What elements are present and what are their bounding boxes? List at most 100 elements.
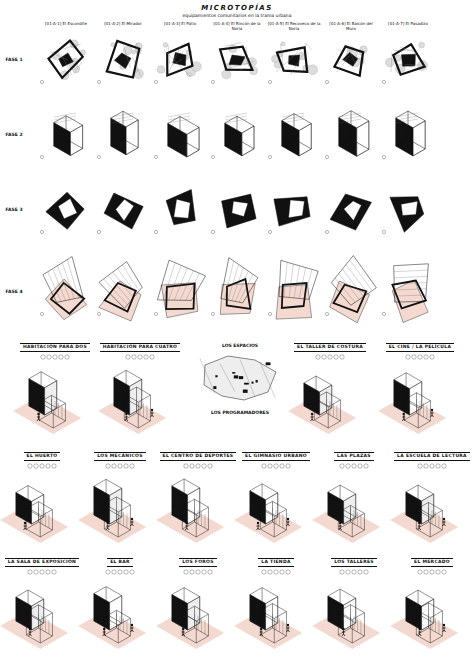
frame-line <box>413 128 414 156</box>
program-icon <box>268 570 272 574</box>
row-label: FASE 4 <box>5 289 22 294</box>
frame-line <box>340 400 341 421</box>
building <box>114 53 131 69</box>
frame-line <box>311 124 312 149</box>
frame-line <box>394 295 425 297</box>
void <box>289 200 305 218</box>
figure-head <box>29 628 31 630</box>
frame-line <box>48 514 49 528</box>
program-icon <box>352 464 356 468</box>
roof-outline <box>406 485 434 501</box>
tree <box>157 66 165 74</box>
side-wall <box>413 121 425 156</box>
frame-line <box>194 606 195 628</box>
human-figure <box>185 525 188 531</box>
frame-line <box>333 403 334 417</box>
program-heading: LA ESCUELA DE LECTURA <box>394 452 470 461</box>
program-icon <box>59 355 63 359</box>
program-icon <box>352 570 356 574</box>
frame-line <box>336 405 337 419</box>
frame-line <box>116 610 117 628</box>
solid-plan <box>274 197 310 226</box>
roof-outline <box>250 588 278 604</box>
frame-line <box>430 517 431 537</box>
building <box>229 55 245 65</box>
frame-line <box>262 588 263 614</box>
frame-line <box>438 620 439 634</box>
program-icon <box>262 464 266 468</box>
program-icon <box>442 464 446 468</box>
column-header: [01-A-4] El Rincón de la Noria <box>210 22 264 31</box>
frame-line <box>40 517 41 537</box>
program-icon <box>184 570 188 574</box>
program-icon <box>346 464 350 468</box>
marker-circle <box>268 230 271 233</box>
side-wall <box>410 382 422 415</box>
program-icon <box>202 570 206 574</box>
frame-line <box>352 620 353 643</box>
program-icon <box>346 570 350 574</box>
figure-head <box>125 413 127 415</box>
solid-plan <box>166 190 195 225</box>
human-figure <box>151 412 154 418</box>
solid-plan <box>390 197 424 233</box>
program-icon <box>28 464 32 468</box>
human-figure <box>342 631 345 637</box>
program-icon <box>196 570 200 574</box>
side-wall <box>130 379 142 415</box>
frame-line <box>357 512 358 526</box>
row-label: FASE 3 <box>5 207 22 212</box>
program-icon <box>268 464 272 468</box>
floor-outline <box>282 139 312 156</box>
frame-line <box>171 595 172 621</box>
frame-line <box>336 56 350 65</box>
marker-circle <box>97 80 100 83</box>
program-icon <box>430 570 434 574</box>
frame-line <box>200 359 215 394</box>
program-icon <box>424 464 428 468</box>
frame-line <box>303 383 304 406</box>
roof-outline <box>104 497 130 512</box>
frame-line <box>327 492 328 515</box>
frame-line <box>225 113 247 117</box>
frame-line <box>282 620 283 634</box>
frame-line <box>339 119 361 123</box>
frame-line <box>54 113 76 117</box>
roof-outline <box>172 588 200 604</box>
frame-line <box>286 611 287 636</box>
frame-line <box>121 596 122 623</box>
frame-line <box>254 126 255 149</box>
marker-circle <box>382 230 385 233</box>
marker-circle <box>97 312 100 315</box>
frame-line <box>355 494 356 517</box>
frame-line <box>120 616 121 630</box>
frame-line <box>140 401 141 415</box>
frame-line <box>405 492 406 515</box>
frame-line <box>274 618 275 643</box>
frame-line <box>54 119 76 123</box>
marker-circle <box>154 80 157 83</box>
frame-line <box>109 603 110 630</box>
solid-wall <box>250 491 266 524</box>
side-wall <box>320 385 332 415</box>
side-wall <box>126 120 138 155</box>
roof-outline <box>328 485 356 501</box>
roof-outline <box>404 393 430 408</box>
frame-line <box>186 134 187 157</box>
frame-line <box>45 512 46 526</box>
solid-wall <box>339 118 357 157</box>
frame-line <box>235 271 248 301</box>
frame-line <box>194 508 195 522</box>
frame-line <box>432 510 433 524</box>
side-wall <box>357 121 369 156</box>
frame-line <box>42 616 43 630</box>
frame-line <box>338 118 339 146</box>
walls <box>51 283 84 314</box>
frame-line <box>232 268 244 301</box>
roof-outline <box>339 111 369 128</box>
frame-line <box>394 289 426 290</box>
frame-line <box>241 133 242 156</box>
program-icon <box>364 570 368 574</box>
frame-line <box>201 512 202 526</box>
site-block <box>49 41 83 78</box>
